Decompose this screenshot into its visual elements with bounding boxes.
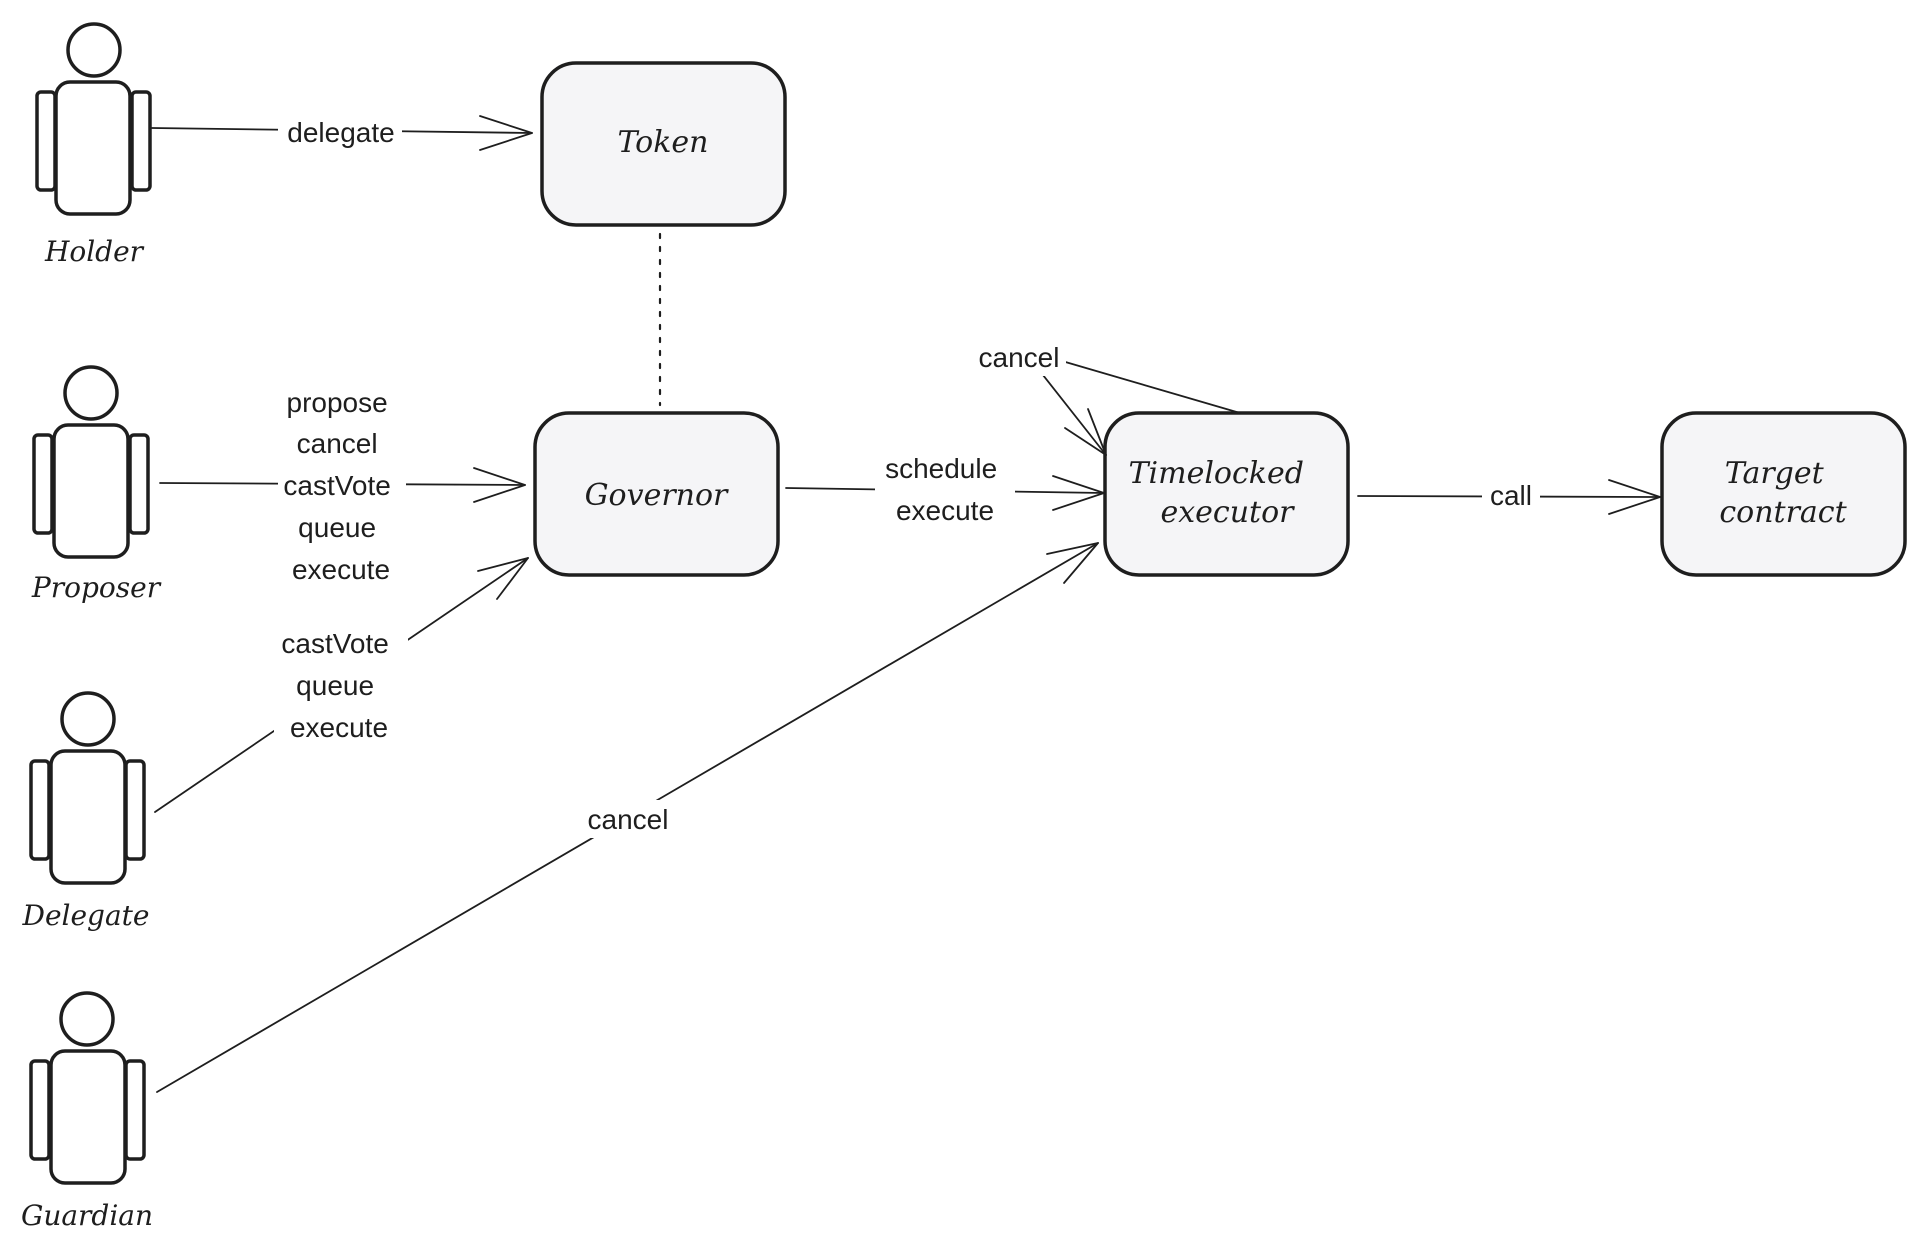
edge-label: cancel	[979, 342, 1060, 373]
edge-label: call	[1490, 480, 1532, 511]
node-label: Target contract	[1719, 456, 1847, 530]
edge-label: cancel	[588, 804, 669, 835]
node-label: Timelocked executor	[1129, 456, 1314, 530]
node-governor[interactable]: Governor	[533, 411, 780, 577]
edge-guardian-timelock[interactable]: cancel	[156, 542, 1099, 1093]
edge-label-line: castVote	[283, 470, 390, 501]
edge-label-line: castVote	[281, 628, 388, 659]
node-target-contract[interactable]: Target contract	[1660, 411, 1907, 577]
edge-label-line: execute	[896, 495, 994, 526]
node-label-line: Target	[1725, 456, 1825, 491]
edge-label-line: propose	[287, 387, 388, 418]
actor-label: Holder	[44, 235, 145, 268]
edge-label-line: cancel	[588, 804, 669, 835]
edge-timelock-target[interactable]: call	[1357, 478, 1661, 516]
node-label-line: Token	[618, 125, 709, 160]
edge-delegate-governor[interactable]: castVote queue execute	[154, 557, 529, 813]
edge-label: castVote queue execute	[281, 628, 396, 743]
actor-guardian[interactable]: Guardian	[21, 991, 153, 1232]
node-token[interactable]: Token	[540, 61, 787, 227]
edge-label: propose cancel castVote queue execute	[283, 387, 398, 585]
edge-label-line: delegate	[287, 117, 394, 148]
edge-timelock-self-cancel[interactable]: cancel	[974, 340, 1241, 456]
node-label-line: executor	[1160, 495, 1295, 530]
edge-label-line: call	[1490, 480, 1532, 511]
edge-holder-token[interactable]: delegate	[151, 112, 533, 152]
node-label-line: Governor	[585, 478, 729, 513]
edge-label-line: execute	[292, 554, 390, 585]
edge-label: delegate	[287, 117, 394, 148]
node-label-line: Timelocked	[1129, 456, 1304, 491]
node-label: Token	[618, 125, 709, 160]
actor-holder[interactable]: Holder	[35, 22, 152, 268]
edge-label-line: execute	[290, 712, 388, 743]
actor-label: Guardian	[21, 1199, 153, 1232]
actor-delegate[interactable]: Delegate	[22, 691, 150, 932]
edge-governor-timelock[interactable]: schedule execute	[785, 446, 1105, 532]
node-label-line: contract	[1719, 495, 1847, 530]
edge-label-line: queue	[298, 512, 376, 543]
edge-label-line: cancel	[297, 428, 378, 459]
node-timelocked-executor[interactable]: Timelocked executor	[1103, 411, 1350, 577]
edge-label-line: queue	[296, 670, 374, 701]
edge-label-line: cancel	[979, 342, 1060, 373]
edge-proposer-governor[interactable]: propose cancel castVote queue execute	[159, 376, 526, 586]
node-label: Governor	[585, 478, 729, 513]
edge-label: schedule execute	[885, 453, 1005, 526]
edge-label-line: schedule	[885, 453, 997, 484]
actor-proposer[interactable]: Proposer	[31, 365, 162, 604]
actor-label: Proposer	[31, 571, 162, 604]
actor-label: Delegate	[22, 899, 150, 932]
